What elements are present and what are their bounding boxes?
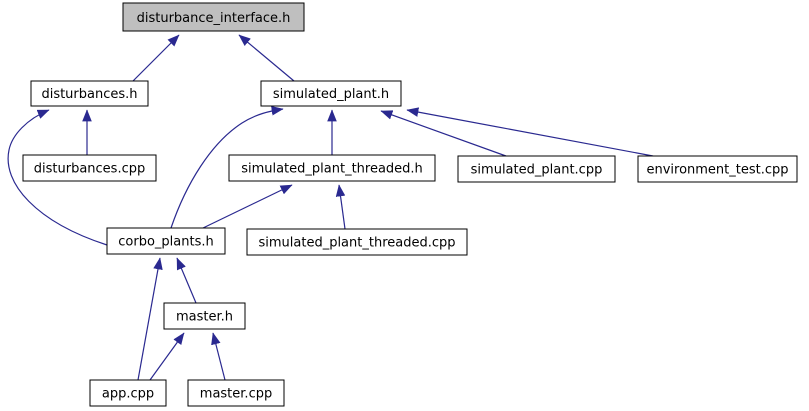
edge-environment_test_cpp-to-simulated_plant_h xyxy=(406,107,654,157)
node-box[interactable] xyxy=(30,80,149,107)
node-environment_test_cpp[interactable]: environment_test.cpp xyxy=(637,155,798,183)
node-label[interactable]: master.h xyxy=(176,310,233,325)
edge-corbo_plants_h-to-disturbances_h xyxy=(7,109,108,246)
edge-app_cpp-to-master_h xyxy=(149,332,185,381)
node-box[interactable] xyxy=(637,155,798,183)
node-box[interactable] xyxy=(106,227,226,255)
node-label[interactable]: simulated_plant.cpp xyxy=(471,163,603,178)
node-label[interactable]: master.cpp xyxy=(200,387,272,402)
node-master_h[interactable]: master.h xyxy=(163,302,246,330)
node-box[interactable] xyxy=(260,80,402,107)
node-box[interactable] xyxy=(228,154,436,182)
node-simulated_plant_h[interactable]: simulated_plant.h xyxy=(260,80,402,107)
edge-disturbances_h-to-disturbance_interface_h xyxy=(132,34,180,82)
node-disturbances_h[interactable]: disturbances.h xyxy=(30,80,149,107)
edge-simulated_plant_threaded_cpp-to-simulated_plant_threaded_h xyxy=(335,184,346,230)
edge-master_h-to-corbo_plants_h xyxy=(176,257,197,304)
node-label[interactable]: disturbance_interface.h xyxy=(137,11,291,26)
node-label[interactable]: disturbances.h xyxy=(41,87,137,102)
node-box[interactable] xyxy=(457,155,616,183)
node-box[interactable] xyxy=(122,2,305,32)
node-corbo_plants_h[interactable]: corbo_plants.h xyxy=(106,227,226,255)
node-box[interactable] xyxy=(246,228,468,256)
edge-simulated_plant_h-to-disturbance_interface_h xyxy=(238,34,295,82)
node-label[interactable]: simulated_plant.h xyxy=(273,87,389,102)
edge-app_cpp-to-corbo_plants_h xyxy=(137,257,163,381)
node-box[interactable] xyxy=(22,154,157,182)
node-box[interactable] xyxy=(89,379,167,407)
node-label[interactable]: app.cpp xyxy=(102,387,154,402)
edge-layer xyxy=(7,34,654,381)
node-simulated_plant_threaded_h[interactable]: simulated_plant_threaded.h xyxy=(228,154,436,182)
node-label[interactable]: simulated_plant_threaded.cpp xyxy=(258,236,455,251)
edge-simulated_plant_cpp-to-simulated_plant_h xyxy=(380,110,507,157)
node-master_cpp[interactable]: master.cpp xyxy=(187,379,285,407)
edge-corbo_plants_h-to-simulated_plant_h xyxy=(170,105,284,229)
edge-master_cpp-to-master_h xyxy=(211,332,226,381)
node-box[interactable] xyxy=(187,379,285,407)
node-app_cpp[interactable]: app.cpp xyxy=(89,379,167,407)
node-label[interactable]: disturbances.cpp xyxy=(34,162,145,177)
node-label[interactable]: corbo_plants.h xyxy=(118,235,213,250)
edge-corbo_plants_h-to-simulated_plant_threaded_h xyxy=(202,184,293,229)
node-label[interactable]: simulated_plant_threaded.h xyxy=(241,162,423,177)
node-disturbance_interface_h[interactable]: disturbance_interface.h xyxy=(122,2,305,32)
node-simulated_plant_threaded_cpp[interactable]: simulated_plant_threaded.cpp xyxy=(246,228,468,256)
node-disturbances_cpp[interactable]: disturbances.cpp xyxy=(22,154,157,182)
node-label[interactable]: environment_test.cpp xyxy=(646,163,788,178)
node-simulated_plant_cpp[interactable]: simulated_plant.cpp xyxy=(457,155,616,183)
node-box[interactable] xyxy=(163,302,246,330)
